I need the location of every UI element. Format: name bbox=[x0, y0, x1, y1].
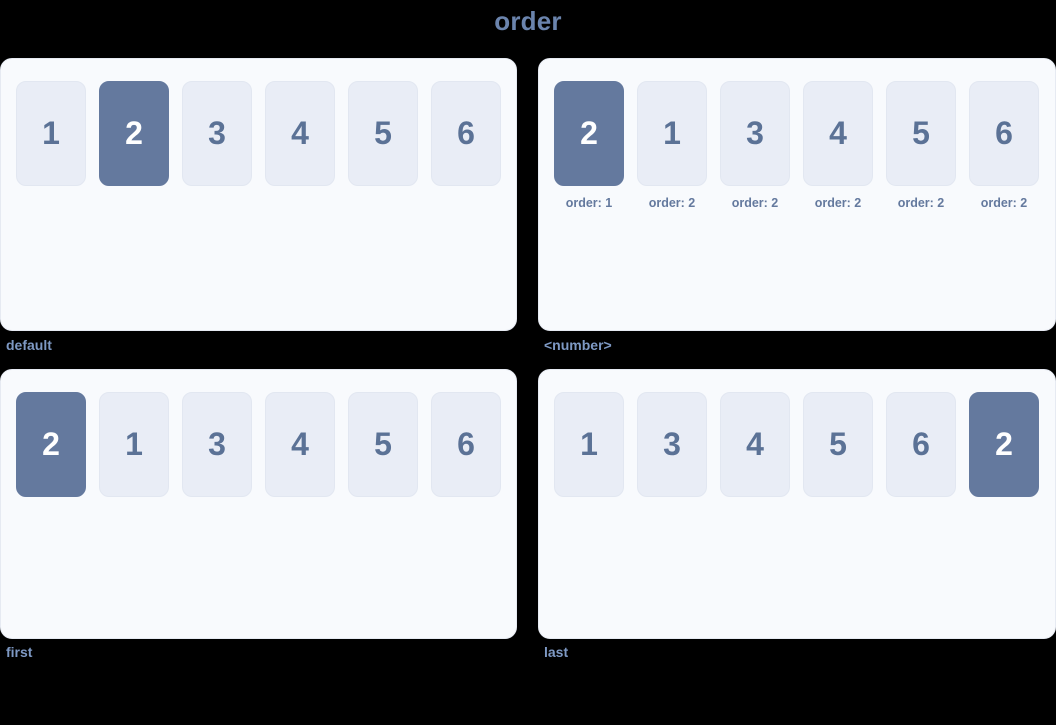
order-box[interactable]: 6 bbox=[431, 391, 501, 497]
page-title: order bbox=[494, 6, 562, 36]
order-box[interactable]: 4 bbox=[265, 81, 335, 186]
order-box[interactable]: 3 bbox=[637, 391, 707, 497]
order-item: 3 bbox=[182, 81, 252, 186]
order-box[interactable]: 3 bbox=[182, 81, 252, 186]
order-item: 2 order: 1 bbox=[554, 81, 624, 210]
order-item: 6 bbox=[886, 391, 956, 497]
order-box[interactable]: 1 bbox=[637, 81, 707, 186]
order-item: 2 bbox=[969, 391, 1039, 497]
order-item: 4 order: 2 bbox=[803, 81, 873, 210]
order-value-label: order: 2 bbox=[980, 196, 1028, 210]
order-box-active[interactable]: 2 bbox=[16, 391, 86, 497]
order-value-label: order: 2 bbox=[648, 196, 696, 210]
order-box[interactable]: 3 bbox=[720, 81, 790, 186]
order-box[interactable]: 5 bbox=[348, 81, 418, 186]
panel-caption-first: first bbox=[6, 643, 33, 660]
order-box[interactable]: 6 bbox=[886, 391, 956, 497]
order-item: 3 bbox=[637, 391, 707, 497]
order-value-label: order: 2 bbox=[814, 196, 862, 210]
order-box[interactable]: 6 bbox=[431, 81, 501, 186]
order-item: 1 bbox=[554, 391, 624, 497]
order-item: 4 bbox=[720, 391, 790, 497]
panel-cell-number: 2 order: 1 1 order: 2 3 order: 2 4 order: 2 5 ord… bbox=[538, 58, 1056, 356]
order-item: 5 bbox=[348, 391, 418, 497]
order-item: 3 bbox=[182, 391, 252, 497]
order-box[interactable]: 5 bbox=[803, 391, 873, 497]
order-box[interactable]: 1 bbox=[99, 391, 169, 497]
order-box[interactable]: 4 bbox=[720, 391, 790, 497]
order-box[interactable]: 4 bbox=[803, 81, 873, 186]
order-item: 4 bbox=[265, 81, 335, 186]
order-item: 1 bbox=[16, 81, 86, 186]
order-value-label: order: 2 bbox=[897, 196, 945, 210]
order-item: 6 bbox=[431, 391, 501, 497]
box-row: 2 order: 1 1 order: 2 3 order: 2 4 order: 2 5 ord… bbox=[554, 81, 1055, 210]
order-value-label: order: 2 bbox=[731, 196, 779, 210]
order-box-active[interactable]: 2 bbox=[554, 81, 624, 186]
order-box[interactable]: 5 bbox=[348, 391, 418, 497]
order-item: 6 order: 2 bbox=[969, 81, 1039, 210]
demo-panel-number: 2 order: 1 1 order: 2 3 order: 2 4 order: 2 5 ord… bbox=[538, 58, 1056, 331]
order-box[interactable]: 3 bbox=[182, 391, 252, 497]
order-box[interactable]: 1 bbox=[554, 391, 624, 497]
order-box[interactable]: 1 bbox=[16, 81, 86, 186]
order-box[interactable]: 5 bbox=[886, 81, 956, 186]
order-box-active[interactable]: 2 bbox=[99, 81, 169, 186]
order-item: 6 bbox=[431, 81, 501, 186]
order-item: 3 order: 2 bbox=[720, 81, 790, 210]
order-item: 1 order: 2 bbox=[637, 81, 707, 210]
order-box[interactable]: 4 bbox=[265, 391, 335, 497]
order-item: 2 bbox=[99, 81, 169, 186]
order-item: 1 bbox=[99, 391, 169, 497]
order-item: 4 bbox=[265, 391, 335, 497]
order-item: 5 order: 2 bbox=[886, 81, 956, 210]
order-item: 2 bbox=[16, 391, 86, 497]
order-item: 5 bbox=[803, 391, 873, 497]
panel-caption-number: <number> bbox=[544, 337, 612, 353]
order-box-active[interactable]: 2 bbox=[969, 391, 1039, 497]
panel-caption-default: default bbox=[6, 337, 52, 353]
order-box[interactable]: 6 bbox=[969, 81, 1039, 186]
order-value-label: order: 1 bbox=[565, 196, 613, 210]
panel-caption-last: last bbox=[544, 643, 569, 660]
order-item: 5 bbox=[348, 81, 418, 186]
